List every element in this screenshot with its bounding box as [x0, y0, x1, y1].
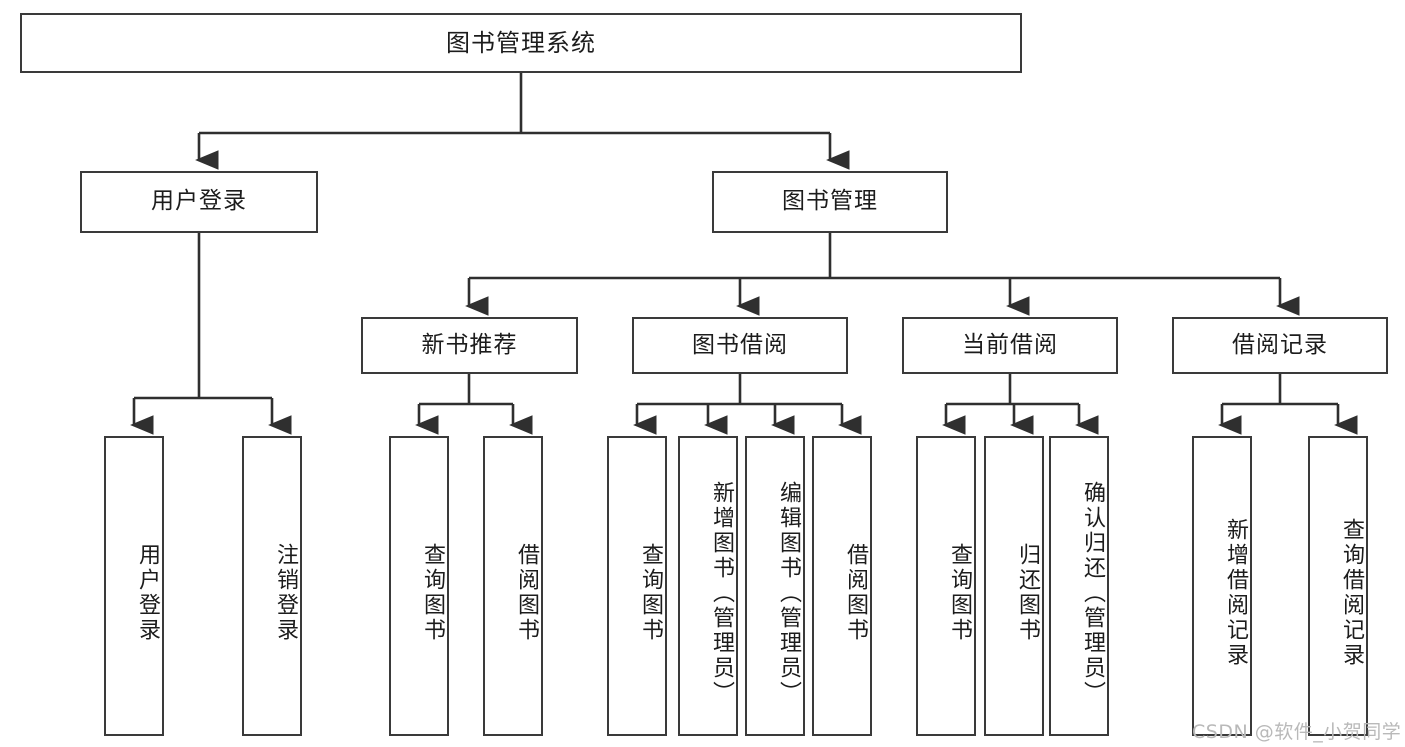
node-current-borrow[interactable]: 当前借阅 [902, 317, 1118, 374]
node-book-borrow[interactable]: 图书借阅 [632, 317, 848, 374]
node-leaf-query-book-3-label: 查询图书 [947, 543, 972, 643]
node-leaf-user-login[interactable]: 用户登录 [104, 436, 164, 736]
node-leaf-add-record-label: 新增借阅记录 [1223, 518, 1248, 668]
watermark: CSDN @软件_小贺同学 [1192, 721, 1402, 743]
node-leaf-confirm-return[interactable]: 确认归还（管理员） [1049, 436, 1109, 736]
node-leaf-user-login-label: 用户登录 [135, 543, 160, 643]
node-borrow-record-label: 借阅记录 [1232, 331, 1328, 358]
node-leaf-confirm-return-label: 确认归还（管理员） [1080, 480, 1105, 706]
node-leaf-borrow-book-1[interactable]: 借阅图书 [483, 436, 543, 736]
node-leaf-return-book[interactable]: 归还图书 [984, 436, 1044, 736]
node-leaf-add-book[interactable]: 新增图书（管理员） [678, 436, 738, 736]
node-leaf-borrow-book-1-label: 借阅图书 [514, 543, 539, 643]
node-user-login[interactable]: 用户登录 [80, 171, 318, 233]
node-new-book-recommend-label: 新书推荐 [421, 331, 518, 358]
node-leaf-borrow-book-2[interactable]: 借阅图书 [812, 436, 872, 736]
node-leaf-borrow-book-2-label: 借阅图书 [843, 543, 868, 643]
node-leaf-query-book-3[interactable]: 查询图书 [916, 436, 976, 736]
node-leaf-query-book-1[interactable]: 查询图书 [389, 436, 449, 736]
node-leaf-query-record-label: 查询借阅记录 [1339, 518, 1364, 668]
node-leaf-edit-book-label: 编辑图书（管理员） [776, 480, 801, 706]
node-leaf-query-book-1-label: 查询图书 [420, 543, 445, 643]
node-book-manage-label: 图书管理 [782, 188, 878, 215]
node-leaf-query-book-2[interactable]: 查询图书 [607, 436, 667, 736]
node-leaf-query-record[interactable]: 查询借阅记录 [1308, 436, 1368, 736]
node-leaf-query-book-2-label: 查询图书 [638, 543, 663, 643]
node-leaf-add-book-label: 新增图书（管理员） [709, 480, 734, 706]
node-leaf-user-logout-label: 注销登录 [273, 543, 298, 643]
node-new-book-recommend[interactable]: 新书推荐 [361, 317, 578, 374]
node-user-login-label: 用户登录 [151, 188, 247, 215]
node-leaf-user-logout[interactable]: 注销登录 [242, 436, 302, 736]
node-leaf-return-book-label: 归还图书 [1015, 543, 1040, 643]
node-borrow-record[interactable]: 借阅记录 [1172, 317, 1388, 374]
node-book-borrow-label: 图书借阅 [692, 331, 788, 358]
node-book-manage[interactable]: 图书管理 [712, 171, 948, 233]
node-leaf-add-record[interactable]: 新增借阅记录 [1192, 436, 1252, 736]
node-current-borrow-label: 当前借阅 [962, 331, 1058, 358]
node-root[interactable]: 图书管理系统 [20, 13, 1022, 73]
node-root-label: 图书管理系统 [446, 28, 596, 57]
node-leaf-edit-book[interactable]: 编辑图书（管理员） [745, 436, 805, 736]
